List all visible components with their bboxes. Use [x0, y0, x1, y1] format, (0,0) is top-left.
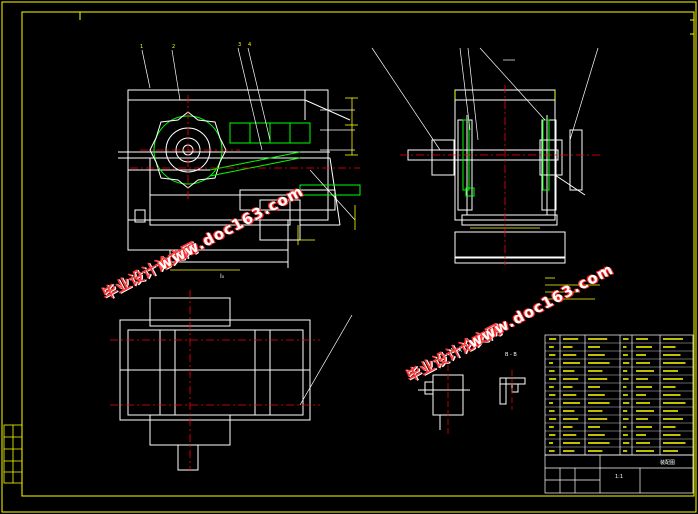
detail-view-b [499, 377, 526, 405]
detail-view-a [418, 374, 470, 430]
bom-cell-text [549, 338, 686, 452]
side-dimensions [454, 90, 556, 229]
dimension-i0-label: I₀ [220, 273, 225, 280]
front-centerlines [130, 95, 360, 200]
side-leaders [371, 47, 599, 151]
section-a-label: A - A [450, 348, 462, 354]
side-centerlines [400, 85, 600, 265]
plan-centerlines [110, 290, 320, 470]
bom-table [544, 334, 694, 456]
side-view [407, 89, 586, 264]
detail-centerlines [447, 365, 513, 435]
svg-text:2: 2 [172, 44, 175, 50]
drawing-border-inner [21, 11, 695, 497]
front-dimensions [170, 97, 358, 271]
svg-text:4: 4 [248, 42, 251, 48]
chain-assembly [209, 122, 361, 196]
side-green-parts [462, 119, 550, 197]
drawing-name: 装配图 [660, 459, 675, 466]
title-block [544, 454, 694, 494]
drawing-scale: 1:1 [615, 474, 623, 480]
front-leaders [141, 47, 356, 221]
plan-leaders [299, 314, 353, 406]
bom-rows [545, 342, 693, 456]
detail-labels: A - A B - B I₀ [220, 273, 517, 358]
svg-text:1: 1 [140, 44, 143, 50]
technical-notes [545, 277, 600, 300]
balloon-callouts-front: 1 2 3 4 [140, 42, 251, 50]
front-view [118, 89, 351, 268]
svg-text:3: 3 [238, 42, 241, 48]
section-b-label: B - B [505, 352, 517, 358]
plan-view [119, 297, 311, 471]
title-block-text: 装配图 1:1 [615, 459, 675, 480]
revision-strip [3, 424, 23, 484]
